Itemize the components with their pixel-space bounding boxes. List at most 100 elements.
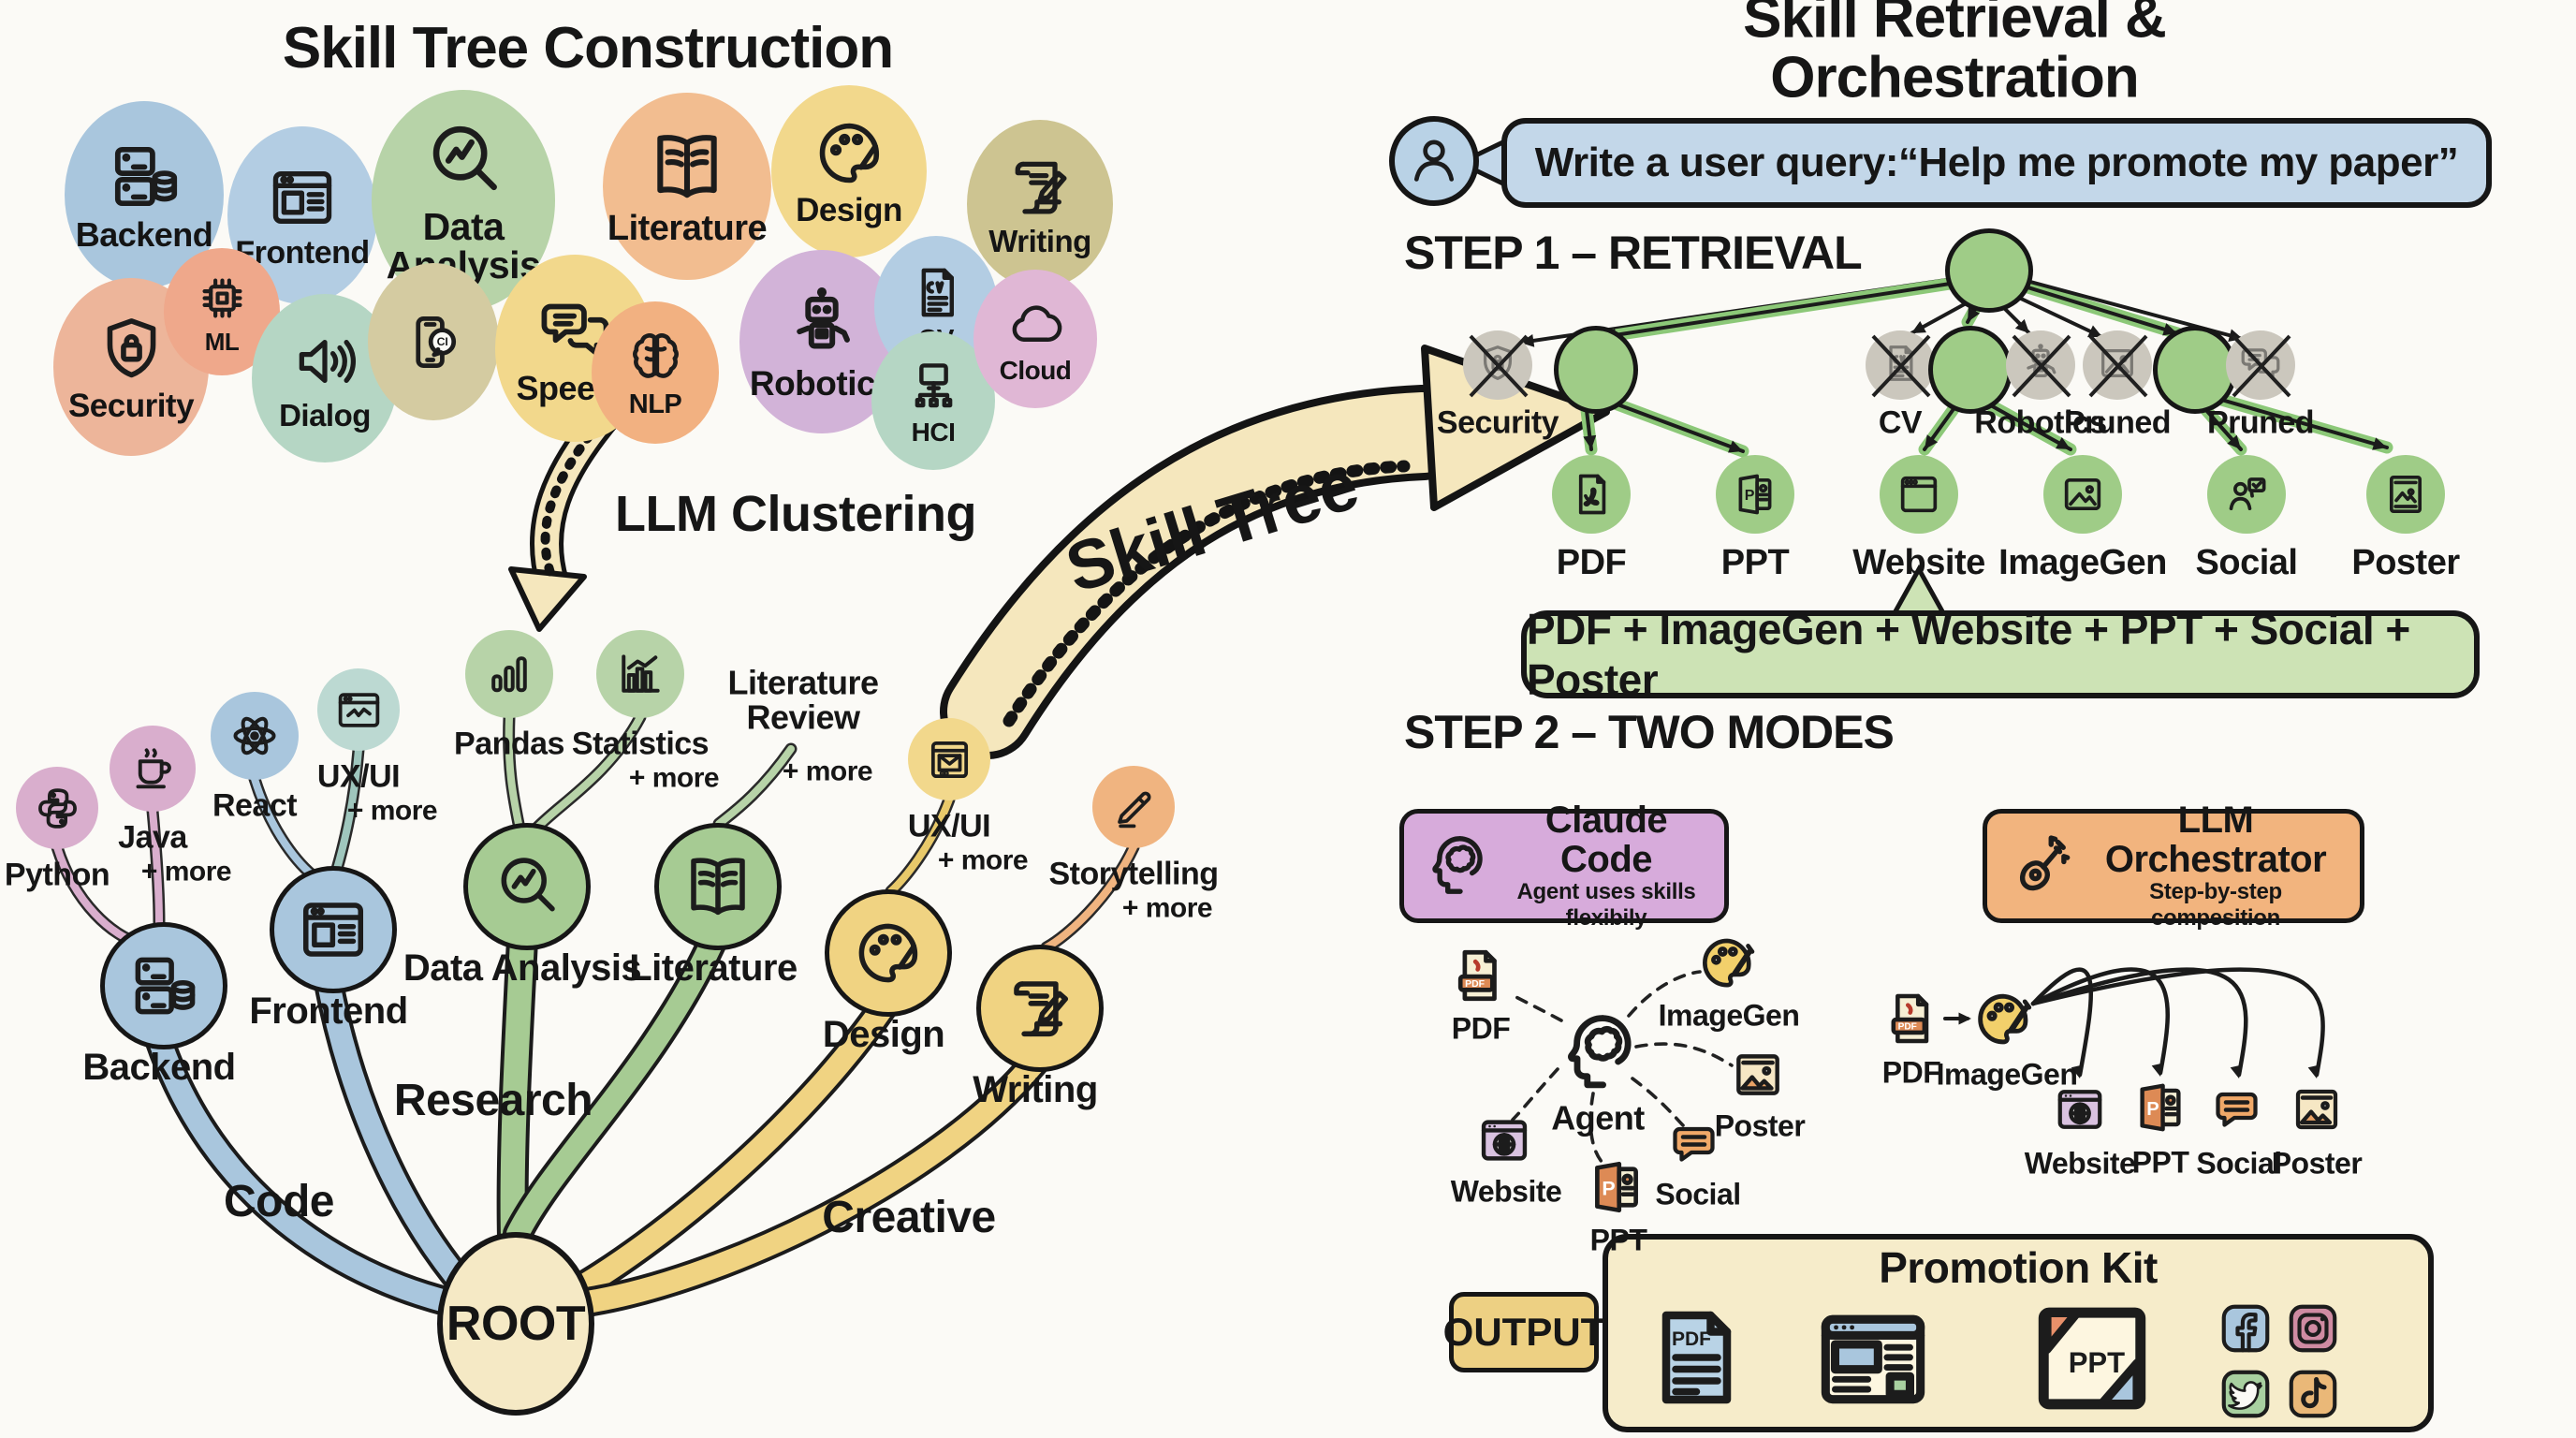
- orch-target-label: Website: [2024, 1146, 2136, 1181]
- tree-leaf-label: UX/UI: [316, 758, 401, 795]
- tree-leaf-statistics: [596, 630, 684, 718]
- mail-browser-icon: [930, 741, 968, 778]
- retrieval-result-bubble: PDF + ImageGen + Website + PPT + Social …: [1521, 605, 2480, 704]
- tree-node-label: Data Analysis: [402, 947, 642, 990]
- bubble-label: HCI: [911, 417, 956, 447]
- promo-website-mock: [1783, 1299, 1963, 1419]
- branch-label-code: Code: [224, 1177, 335, 1227]
- output-box: OUTPUT: [1443, 1292, 1604, 1372]
- chart-search-icon: [432, 125, 497, 190]
- ppt-color-icon: P: [2140, 1083, 2181, 1132]
- scroll-pen-icon: [1014, 981, 1069, 1037]
- server-icon: [114, 146, 177, 206]
- claude-item-label: PDF: [1451, 1011, 1511, 1046]
- ppt-file-icon: P: [1738, 474, 1772, 515]
- browser-icon: [272, 170, 332, 225]
- svg-text:P: P: [1745, 487, 1755, 504]
- orch-via-imagegen: [1971, 987, 2035, 1050]
- phone-chat-icon: CI: [415, 315, 456, 368]
- poster-color-icon: [1736, 1054, 1779, 1095]
- guitar-icon: [2002, 829, 2073, 904]
- promo-ppt-slide: PPT: [2005, 1294, 2179, 1423]
- svg-text:CI: CI: [436, 335, 447, 348]
- svg-text:PDF: PDF: [1465, 979, 1485, 990]
- browser2-icon: [1900, 476, 1938, 513]
- pruned-cross-icon: [1871, 334, 1931, 398]
- tree-leaf-pandas: [465, 630, 553, 718]
- atom-icon: [233, 716, 276, 756]
- pen-icon: [1117, 791, 1150, 828]
- cloud-icon: [1012, 304, 1061, 342]
- tree-node-literature: [654, 823, 782, 950]
- claude-code-title: Claude Code: [1544, 800, 1668, 880]
- robot-icon: [797, 286, 850, 348]
- claude-item-label: ImageGen: [1658, 998, 1800, 1033]
- social-twitter: [2217, 1365, 2275, 1423]
- tree-leaf-label: Literature Review: [727, 663, 879, 737]
- tree-leaf-java: [110, 726, 196, 812]
- tree-leaf-python: [16, 767, 98, 849]
- claude-item-ppt: P: [1586, 1156, 1647, 1218]
- user-avatar: [1389, 116, 1479, 206]
- chip-icon: [201, 277, 242, 318]
- retrieval-pruned-label: Pruned: [2063, 404, 2172, 441]
- tree-leaf-more: + more: [937, 844, 1029, 876]
- tree-node-label: Design: [822, 1014, 945, 1056]
- tree-leaf-label: Statistics: [571, 726, 710, 762]
- browser-globe-icon: [1481, 1120, 1528, 1161]
- python-icon: [37, 787, 77, 829]
- pruned-cross-icon: [1469, 334, 1529, 398]
- head-brain-icon: [1419, 829, 1490, 904]
- retrieval-leaf-label: PDF: [1556, 543, 1627, 583]
- palette-icon: [858, 923, 918, 983]
- claude-item-label: Poster: [1714, 1108, 1806, 1143]
- orch-target-poster: [2289, 1081, 2345, 1137]
- pdf-color-icon: PDF: [1457, 949, 1497, 1002]
- poster-color-icon: [2295, 1089, 2338, 1130]
- tree-leaf-more: + more: [782, 756, 873, 787]
- image-icon: [2064, 477, 2101, 511]
- retrieval-leaf-pdf: [1552, 455, 1631, 534]
- bubble-label: Robotics: [749, 363, 895, 403]
- tree-leaf-label: Storytelling: [1048, 856, 1219, 892]
- browser-globe-icon: [2057, 1090, 2102, 1129]
- ppt-slide-icon: PPT: [2038, 1307, 2146, 1410]
- skill-bubble-design: Design: [771, 85, 927, 257]
- pruned-cross-icon: [2232, 334, 2291, 398]
- tree-leaf-more: + more: [346, 795, 438, 827]
- claude-item-pdf: PDF: [1448, 945, 1510, 1006]
- retrieval-leaf-imagegen: [2043, 455, 2122, 534]
- orch-target-label: Social: [2196, 1146, 2282, 1181]
- bubble-label: Dialog: [279, 397, 371, 433]
- tree-leaf-label: React: [212, 787, 298, 824]
- right-title: Skill Retrieval & Orchestration: [1743, 0, 2167, 110]
- bubble-label: Backend: [75, 214, 213, 254]
- tree-node-label: Literature: [629, 947, 798, 990]
- llm-orchestrator-subtitle: Step-by-step compesition: [2149, 879, 2282, 931]
- bubble-label: Cloud: [999, 355, 1072, 385]
- left-title: Skill Tree Construction: [282, 15, 894, 81]
- claude-item-imagegen: [1696, 932, 1758, 993]
- tree-node-label: Frontend: [249, 990, 408, 1033]
- bubble-label: Literature: [607, 209, 768, 248]
- claude-item-website: [1475, 1111, 1533, 1169]
- tree-node-design: [825, 889, 952, 1017]
- bars-icon: [491, 656, 527, 693]
- retrieval-node-pruned-pruned: [2083, 330, 2152, 400]
- pdf-color-icon: PDF: [1891, 993, 1929, 1044]
- browser-wave-icon: [338, 692, 379, 727]
- tree-root: ROOT: [437, 1232, 594, 1416]
- social-color-icon: [2216, 1092, 2258, 1127]
- tree-leaf-more: + more: [140, 856, 232, 888]
- tree-leaf-ux-ui: [908, 718, 990, 800]
- user-icon: [1403, 128, 1465, 195]
- orch-source-pdf: PDF: [1881, 989, 1941, 1049]
- twitter-icon: [2221, 1370, 2270, 1418]
- orch-target-label: Poster: [2271, 1146, 2363, 1181]
- retrieval-leaf-ppt: P: [1716, 455, 1794, 534]
- coffee-icon: [136, 747, 171, 788]
- facebook-icon: [2221, 1304, 2270, 1353]
- tree-leaf-label: Python: [4, 857, 110, 893]
- retrieval-leaf-website: [1880, 455, 1958, 534]
